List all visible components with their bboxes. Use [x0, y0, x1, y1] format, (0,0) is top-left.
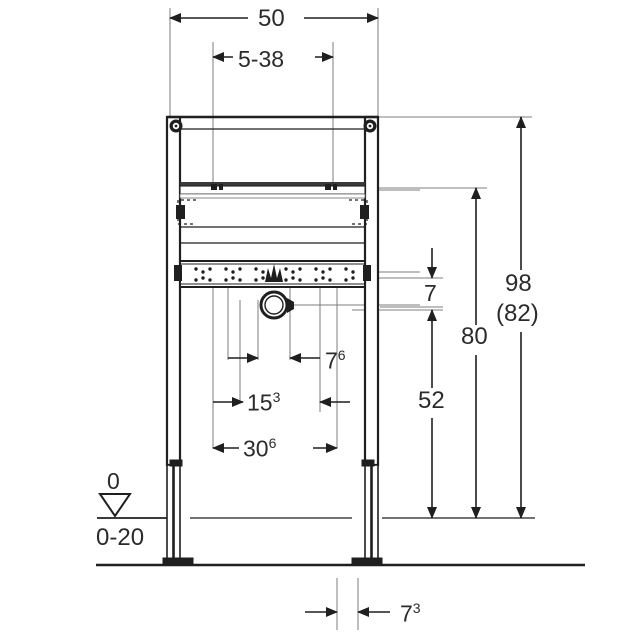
mid-bracket-blocks — [176, 205, 369, 244]
extension-lines — [169, 8, 379, 630]
center-fitting-glyph — [265, 264, 283, 282]
inner-range-label: 5-38 — [238, 46, 285, 72]
overall-width-label: 50 — [258, 5, 285, 32]
frame-outline — [165, 115, 380, 467]
width-30-6-exponent: 6 — [268, 435, 277, 451]
dimension-52 — [418, 340, 448, 519]
offset-7-6-value: 7 — [325, 347, 338, 374]
width-15-3-label: 153 — [247, 389, 280, 417]
dimension-top-50 — [169, 4, 379, 32]
height-52-label: 52 — [418, 387, 445, 414]
width-15-3-exponent: 3 — [272, 389, 281, 405]
offset-7-6-exponent: 6 — [337, 347, 346, 363]
adjustable-mounting-rail — [179, 182, 366, 199]
gap-7-label: 7 — [424, 280, 437, 306]
width-30-6-label: 306 — [243, 435, 276, 463]
bottom-depth-value: 7 — [400, 600, 413, 627]
bottom-depth-exponent: 3 — [412, 600, 421, 616]
width-30-6-value: 30 — [243, 435, 269, 462]
bottom-depth-7-3-label: 73 — [400, 600, 421, 628]
height-98-alt-label: (82) — [496, 300, 539, 327]
width-15-3-value: 15 — [247, 389, 273, 416]
height-98-label: 98 — [505, 270, 532, 297]
floor-level-range-label: 0-20 — [96, 524, 145, 551]
dimension-inner-5-38 — [212, 43, 334, 71]
mounting-bracket-dashed — [177, 199, 368, 225]
perforated-fixing-rail — [174, 260, 371, 288]
offset-7-6-label: 76 — [325, 347, 346, 375]
waste-trap-outlet-circle — [259, 290, 294, 320]
floor-level-zero-label: 0 — [107, 468, 120, 494]
dimension-80 — [461, 187, 493, 519]
dimension-98 — [498, 116, 546, 519]
finished-floor-level-symbol — [98, 493, 132, 518]
height-80-label: 80 — [461, 323, 488, 350]
dimension-15-3 — [213, 388, 350, 416]
legs-and-feet — [162, 459, 383, 566]
dimension-30-6 — [212, 434, 338, 462]
top-corner-bolts — [169, 119, 377, 133]
